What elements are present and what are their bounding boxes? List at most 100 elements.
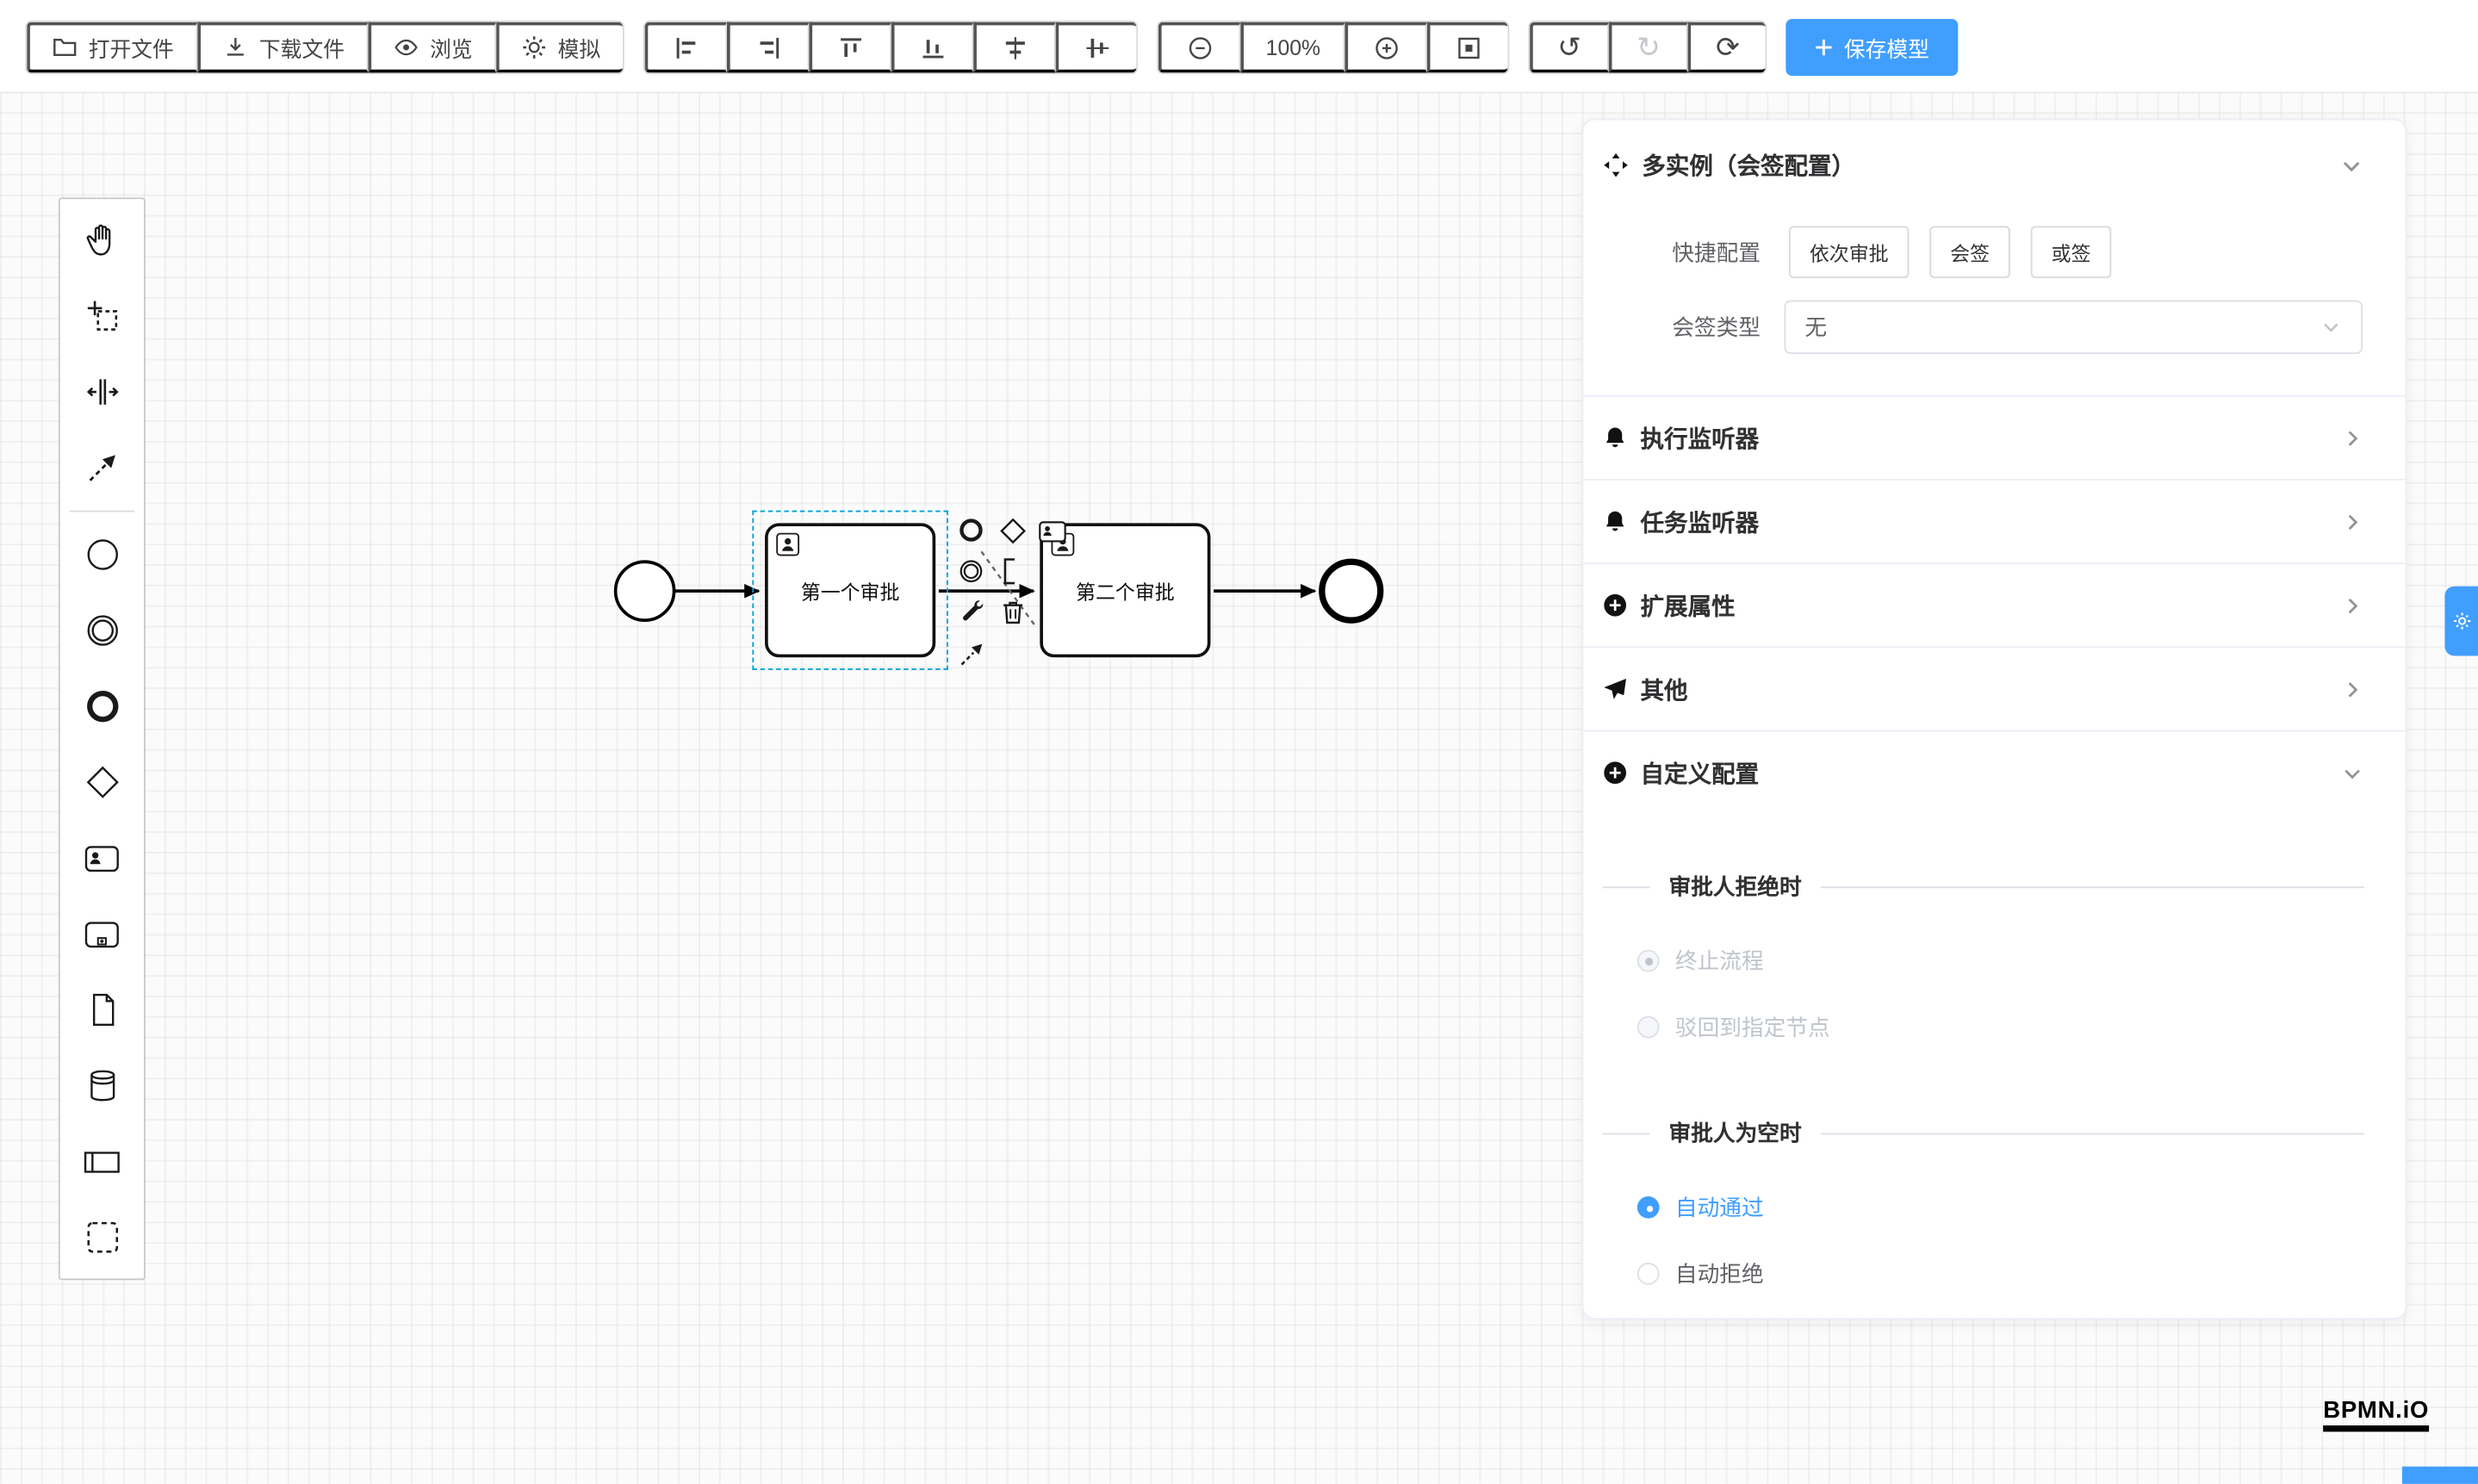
create-participant[interactable] bbox=[60, 1124, 144, 1200]
data-object-icon bbox=[83, 990, 121, 1028]
save-model-button[interactable]: 保存模型 bbox=[1785, 19, 1958, 77]
end-event-icon bbox=[83, 687, 121, 725]
space-tool[interactable] bbox=[60, 354, 144, 430]
properties-panel: 多实例（会签配置） 快捷配置 依次审批 会签 或签 会签类型 无 执行监听器 bbox=[1581, 118, 2407, 1320]
space-tool-icon bbox=[83, 373, 121, 411]
download-file-button[interactable]: 下载文件 bbox=[197, 22, 369, 73]
align-center-vertical-button[interactable] bbox=[1055, 22, 1137, 73]
radio-icon bbox=[1636, 949, 1660, 972]
create-user-task[interactable] bbox=[60, 820, 144, 896]
align-bottom-button[interactable] bbox=[891, 22, 974, 73]
option-or-sign[interactable]: 或签 bbox=[2030, 226, 2112, 278]
redo-button[interactable]: ↻ bbox=[1608, 22, 1688, 73]
quick-config-options: 依次审批 会签 或签 bbox=[1788, 226, 2112, 278]
append-text-annotation-icon[interactable] bbox=[996, 555, 1029, 588]
create-group[interactable] bbox=[60, 1200, 144, 1276]
redo-icon: ↻ bbox=[1636, 31, 1661, 64]
create-data-store[interactable] bbox=[60, 1047, 144, 1123]
radio-return-to-node[interactable]: 驳回到指定节点 bbox=[1602, 994, 2363, 1060]
section-extended-properties[interactable]: 扩展属性 bbox=[1583, 564, 2406, 649]
zoom-fit-button[interactable] bbox=[1425, 22, 1507, 73]
align-center-horizontal-icon bbox=[1002, 34, 1028, 60]
radio-terminate-process[interactable]: 终止流程 bbox=[1602, 928, 2363, 994]
bell-icon bbox=[1602, 509, 1627, 534]
empty-section-divider: 审批人为空时 bbox=[1602, 1117, 2364, 1149]
option-countersign[interactable]: 会签 bbox=[1929, 226, 2010, 278]
create-end-event[interactable] bbox=[60, 668, 144, 744]
hand-tool[interactable] bbox=[60, 202, 144, 278]
section-custom-config[interactable]: 自定义配置 bbox=[1583, 732, 2405, 814]
chevron-down-icon[interactable] bbox=[2339, 152, 2364, 177]
palette-separator bbox=[69, 510, 134, 512]
send-icon bbox=[1602, 676, 1627, 701]
element-palette bbox=[58, 197, 146, 1281]
bell-icon bbox=[1602, 425, 1627, 450]
task-second-approval[interactable]: 第二个审批 bbox=[1040, 523, 1211, 658]
zoom-in-icon bbox=[1373, 34, 1400, 60]
global-connect-tool[interactable] bbox=[60, 430, 144, 506]
create-intermediate-event[interactable] bbox=[60, 593, 144, 668]
radio-auto-pass[interactable]: 自动通过 bbox=[1602, 1174, 2363, 1240]
connect-flow-icon[interactable] bbox=[954, 636, 988, 670]
section-task-listener[interactable]: 任务监听器 bbox=[1583, 481, 2406, 565]
settings-edge-tab[interactable] bbox=[2444, 586, 2478, 656]
plus-circle-icon bbox=[1602, 593, 1627, 618]
chevron-right-icon bbox=[2340, 425, 2364, 450]
append-gateway-icon[interactable] bbox=[996, 513, 1029, 547]
zoom-level: 100% bbox=[1265, 35, 1321, 59]
align-button-group bbox=[643, 20, 1139, 75]
simulate-button[interactable]: 模拟 bbox=[496, 22, 623, 73]
sign-type-select[interactable]: 无 bbox=[1784, 300, 2363, 354]
append-end-event-icon[interactable] bbox=[954, 513, 988, 547]
lasso-tool[interactable] bbox=[60, 278, 144, 354]
zoom-reset-button[interactable]: 100% bbox=[1240, 22, 1345, 73]
append-intermediate-event-icon[interactable] bbox=[954, 555, 988, 588]
preview-button[interactable]: 浏览 bbox=[368, 22, 497, 73]
lasso-icon bbox=[83, 297, 121, 335]
undo-button[interactable]: ↺ bbox=[1529, 22, 1609, 73]
section-execution-listener[interactable]: 执行监听器 bbox=[1583, 397, 2406, 481]
align-top-button[interactable] bbox=[809, 22, 891, 73]
intermediate-event-icon bbox=[83, 612, 121, 649]
quick-config-row: 快捷配置 依次审批 会签 或签 bbox=[1583, 226, 2405, 278]
context-pad bbox=[954, 513, 1084, 678]
radio-auto-reject[interactable]: 自动拒绝 bbox=[1602, 1240, 2363, 1307]
zoom-out-button[interactable] bbox=[1158, 22, 1241, 73]
append-user-task-icon[interactable] bbox=[1037, 513, 1071, 547]
panel-title: 多实例（会签配置） bbox=[1642, 152, 1856, 181]
history-button-group: ↺ ↻ ⟳ bbox=[1527, 20, 1767, 75]
eye-icon bbox=[394, 34, 419, 59]
restart-button[interactable]: ⟳ bbox=[1687, 22, 1766, 73]
data-store-icon bbox=[83, 1066, 121, 1104]
gear-icon bbox=[2452, 612, 2471, 630]
create-gateway[interactable] bbox=[60, 744, 144, 820]
download-file-label: 下载文件 bbox=[258, 38, 345, 62]
file-button-group: 打开文件 下载文件 浏览 模拟 bbox=[25, 20, 624, 75]
radio-assign-member[interactable]: 指定成员审批 bbox=[1602, 1307, 2363, 1318]
align-center-horizontal-button[interactable] bbox=[973, 22, 1056, 73]
create-start-event[interactable] bbox=[60, 517, 144, 593]
chevron-right-icon bbox=[2340, 510, 2364, 534]
zoom-button-group: 100% bbox=[1157, 20, 1509, 75]
create-subprocess[interactable] bbox=[60, 896, 144, 972]
align-center-vertical-icon bbox=[1084, 34, 1111, 60]
participant-icon bbox=[82, 1142, 121, 1182]
sign-type-label: 会签类型 bbox=[1672, 314, 1761, 340]
option-sequential-approval[interactable]: 依次审批 bbox=[1788, 226, 1910, 278]
open-file-button[interactable]: 打开文件 bbox=[27, 22, 198, 73]
zoom-in-button[interactable] bbox=[1344, 22, 1426, 73]
create-data-object[interactable] bbox=[60, 972, 144, 1047]
hand-icon bbox=[83, 221, 121, 259]
reject-section-divider: 审批人拒绝时 bbox=[1602, 871, 2364, 903]
section-other[interactable]: 其他 bbox=[1583, 648, 2406, 732]
panel-header[interactable]: 多实例（会签配置） bbox=[1583, 120, 2405, 203]
change-type-wrench-icon[interactable] bbox=[954, 596, 988, 630]
connect-icon bbox=[83, 449, 121, 487]
align-right-button[interactable] bbox=[727, 22, 810, 73]
task-first-approval[interactable]: 第一个审批 bbox=[765, 523, 936, 658]
bpmn-io-watermark[interactable]: BPMN.iO bbox=[2323, 1397, 2430, 1432]
undo-icon: ↺ bbox=[1557, 31, 1581, 64]
delete-trash-icon[interactable] bbox=[996, 596, 1029, 630]
align-left-button[interactable] bbox=[644, 22, 728, 73]
user-task-icon bbox=[82, 838, 121, 878]
